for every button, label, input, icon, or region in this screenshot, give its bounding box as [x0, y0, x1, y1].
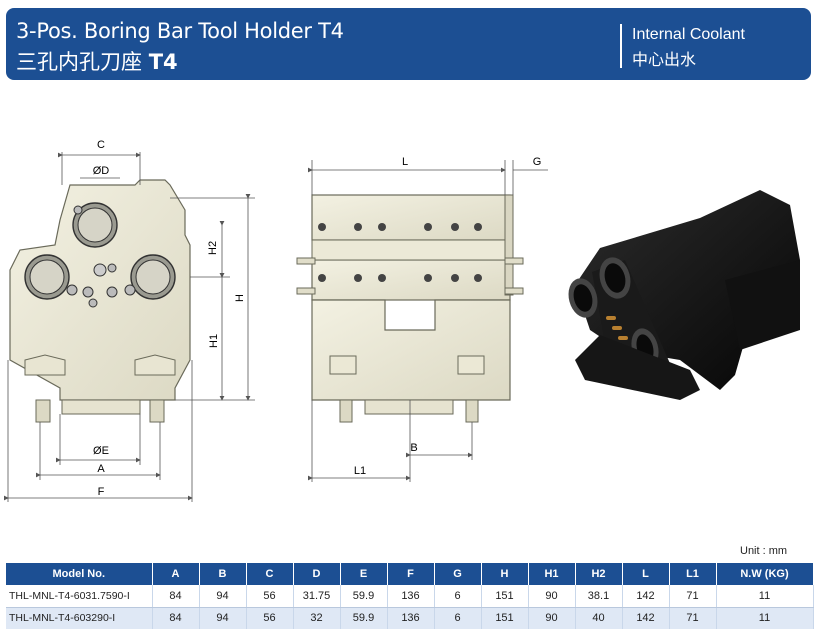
spec-cell: 71 [669, 607, 717, 629]
label-a: A [97, 463, 105, 475]
label-g: G [533, 156, 542, 168]
product-render [568, 190, 800, 400]
product-title-zh-text: 三孔内孔刀座 [16, 50, 142, 74]
label-h1: H1 [208, 334, 220, 348]
label-oe: ØE [93, 445, 109, 457]
spec-cell: 94 [199, 585, 247, 608]
spec-cell: 11 [716, 585, 814, 608]
column-header: L1 [669, 563, 717, 585]
label-c: C [97, 139, 105, 151]
column-header: H1 [528, 563, 576, 585]
label-f: F [98, 486, 105, 498]
spec-cell: 38.1 [575, 585, 623, 608]
spec-cell: 136 [387, 585, 435, 608]
front-view: C ØD H2 H H1 ØE A F [4, 139, 255, 502]
spec-cell: 59.9 [340, 607, 388, 629]
spec-cell: 71 [669, 585, 717, 608]
label-b: B [410, 442, 417, 454]
spec-cell: 40 [575, 607, 623, 629]
spec-cell: 90 [528, 607, 576, 629]
model-number-cell: THL-MNL-T4-603290-I [6, 607, 153, 629]
label-l1: L1 [354, 465, 366, 477]
spec-cell: 142 [622, 607, 670, 629]
spec-cell: 90 [528, 585, 576, 608]
spec-cell: 59.9 [340, 585, 388, 608]
spec-cell: 56 [246, 607, 294, 629]
product-title-en: 3-Pos. Boring Bar Tool Holder T4 [16, 19, 344, 43]
coolant-label-zh: 中心出水 [632, 50, 697, 69]
header-divider [620, 24, 622, 68]
model-number-cell: THL-MNL-T4-6031.7590-I [6, 585, 153, 608]
product-title-zh: 三孔内孔刀座 T4 [16, 46, 178, 76]
column-header: C [246, 563, 294, 585]
column-header: D [293, 563, 341, 585]
coolant-label-en: Internal Coolant [632, 26, 745, 43]
technical-drawing: C ØD H2 H H1 ØE A F [4, 139, 800, 502]
column-header: G [434, 563, 482, 585]
side-view: L G B L1 [296, 156, 548, 482]
column-header: B [199, 563, 247, 585]
spec-cell: 84 [152, 585, 200, 608]
label-h: H [234, 294, 246, 302]
spec-cell: 142 [622, 585, 670, 608]
column-header: A [152, 563, 200, 585]
column-header: H [481, 563, 529, 585]
label-od: ØD [93, 165, 110, 177]
spec-cell: 56 [246, 585, 294, 608]
spec-cell: 151 [481, 607, 529, 629]
spec-cell: 6 [434, 585, 482, 608]
column-header: E [340, 563, 388, 585]
column-header: F [387, 563, 435, 585]
unit-label: Unit : mm [740, 545, 788, 557]
page-header: 3-Pos. Boring Bar Tool Holder T4 三孔内孔刀座 … [6, 8, 811, 80]
spec-cell: 32 [293, 607, 341, 629]
spec-cell: 31.75 [293, 585, 341, 608]
label-h2: H2 [207, 241, 219, 255]
column-header: H2 [575, 563, 623, 585]
spec-cell: 151 [481, 585, 529, 608]
column-header: L [622, 563, 670, 585]
spec-cell: 11 [716, 607, 814, 629]
spec-cell: 6 [434, 607, 482, 629]
product-title-zh-suffix: T4 [148, 50, 178, 74]
column-header: N.W (KG) [716, 563, 814, 585]
spec-cell: 136 [387, 607, 435, 629]
column-header: Model No. [6, 563, 153, 585]
spec-cell: 94 [199, 607, 247, 629]
label-l: L [402, 156, 408, 168]
spec-cell: 84 [152, 607, 200, 629]
